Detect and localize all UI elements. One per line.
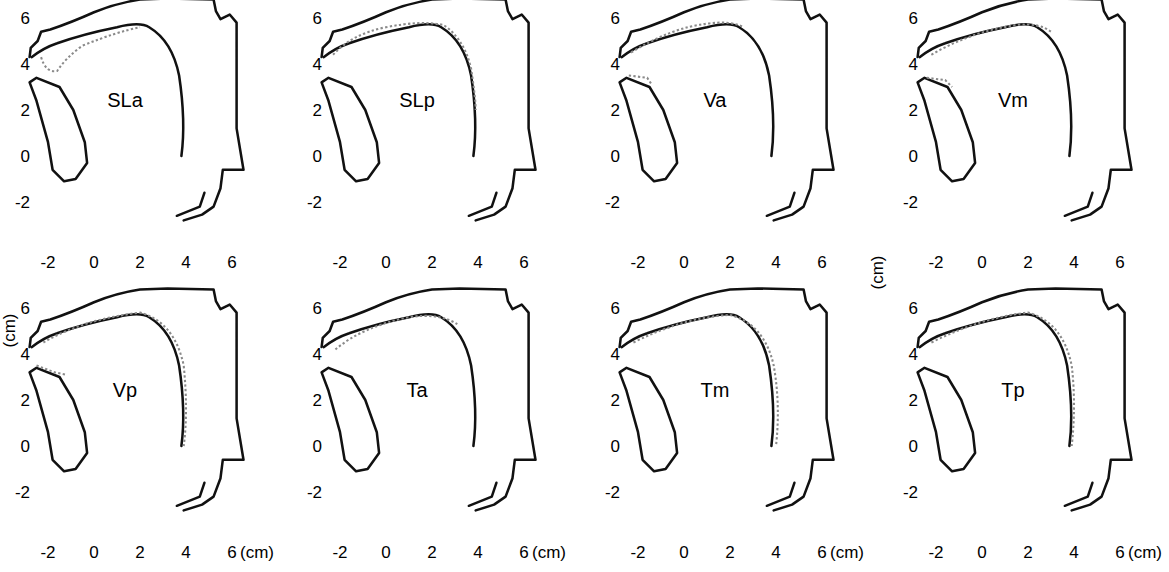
panel-label: Va [702,90,729,110]
y-tick-label: 6 [611,10,620,27]
x-tick-label: 6 [227,544,236,561]
y-tick-label: -2 [15,194,30,211]
y-tick-label: 6 [909,300,918,317]
x-tick-label: 0 [381,254,390,271]
y-tick-label: -2 [307,484,322,501]
panel-label: SLa [105,90,145,110]
x-tick-label: 2 [725,544,734,561]
x-tick-label: -2 [630,254,645,271]
y-tick-label: 4 [909,56,918,73]
x-tick-label: -2 [332,544,347,561]
y-tick-label: 2 [611,102,620,119]
x-tick-label: 6 [1115,544,1124,561]
y-tick-label: 0 [313,438,322,455]
panel-label: Vm [996,90,1030,110]
x-tick-label: 4 [181,254,190,271]
x-tick-label: 4 [1069,544,1078,561]
y-tick-label: 0 [611,438,620,455]
x-tick-label: -2 [630,544,645,561]
x-tick-label: 2 [1023,544,1032,561]
y-tick-label: 2 [21,102,30,119]
x-tick-label: 6 [519,544,528,561]
y-tick-label: 2 [313,102,322,119]
x-tick-label: 2 [1023,254,1032,271]
y-tick-label: -2 [903,194,918,211]
y-tick-label: -2 [307,194,322,211]
axis-unit: (cm) [240,544,274,561]
x-tick-label: 0 [977,254,986,271]
x-tick-label: 0 [381,544,390,561]
y-tick-label: 0 [21,438,30,455]
x-tick-label: 6 [227,254,236,271]
y-tick-label: 2 [21,392,30,409]
axis-unit: (cm) [1128,544,1162,561]
y-tick-label: 0 [313,148,322,165]
axis-unit: (cm) [869,255,886,289]
y-tick-label: 2 [313,392,322,409]
x-tick-label: 4 [771,544,780,561]
y-tick-label: 2 [909,102,918,119]
y-tick-label: 6 [909,10,918,27]
y-tick-label: 4 [21,346,30,363]
x-tick-label: 4 [1069,254,1078,271]
panel-label: Ta [404,380,429,400]
y-tick-label: 0 [21,148,30,165]
y-tick-label: 6 [21,10,30,27]
x-tick-label: 6 [519,254,528,271]
x-tick-label: 0 [679,544,688,561]
y-tick-label: 4 [313,346,322,363]
x-tick-label: -2 [40,254,55,271]
y-tick-label: 6 [21,300,30,317]
panel-label: Tp [999,380,1026,400]
panel-label: Tm [699,380,732,400]
axis-unit: (cm) [830,544,864,561]
x-tick-label: -2 [40,544,55,561]
y-tick-label: 4 [21,56,30,73]
y-tick-label: 2 [909,392,918,409]
x-tick-label: -2 [332,254,347,271]
panel-label: SLp [397,90,437,110]
x-tick-label: 6 [817,544,826,561]
x-tick-label: 2 [427,544,436,561]
x-tick-label: 4 [473,254,482,271]
x-tick-label: 0 [89,254,98,271]
y-tick-label: -2 [903,484,918,501]
y-tick-label: -2 [605,484,620,501]
panel-label: Vp [111,380,139,400]
x-tick-label: 2 [427,254,436,271]
x-tick-label: -2 [928,544,943,561]
axis-unit: (cm) [2,313,19,347]
x-tick-label: 2 [725,254,734,271]
x-tick-label: 4 [181,544,190,561]
x-tick-label: 0 [679,254,688,271]
y-tick-label: 6 [313,10,322,27]
x-tick-label: 4 [473,544,482,561]
y-tick-label: 4 [313,56,322,73]
axis-unit: (cm) [532,544,566,561]
y-tick-label: -2 [15,484,30,501]
y-tick-label: 0 [909,438,918,455]
y-tick-label: 2 [611,392,620,409]
x-tick-label: 6 [1115,254,1124,271]
y-tick-label: 4 [611,346,620,363]
x-tick-label: 4 [771,254,780,271]
y-tick-label: 4 [909,346,918,363]
x-tick-label: -2 [928,254,943,271]
x-tick-label: 0 [89,544,98,561]
x-tick-label: 0 [977,544,986,561]
x-tick-label: 2 [135,254,144,271]
x-tick-label: 6 [817,254,826,271]
y-tick-label: 6 [611,300,620,317]
y-tick-label: -2 [605,194,620,211]
y-tick-label: 4 [611,56,620,73]
y-tick-label: 0 [909,148,918,165]
x-tick-label: 2 [135,544,144,561]
y-tick-label: 6 [313,300,322,317]
y-tick-label: 0 [611,148,620,165]
